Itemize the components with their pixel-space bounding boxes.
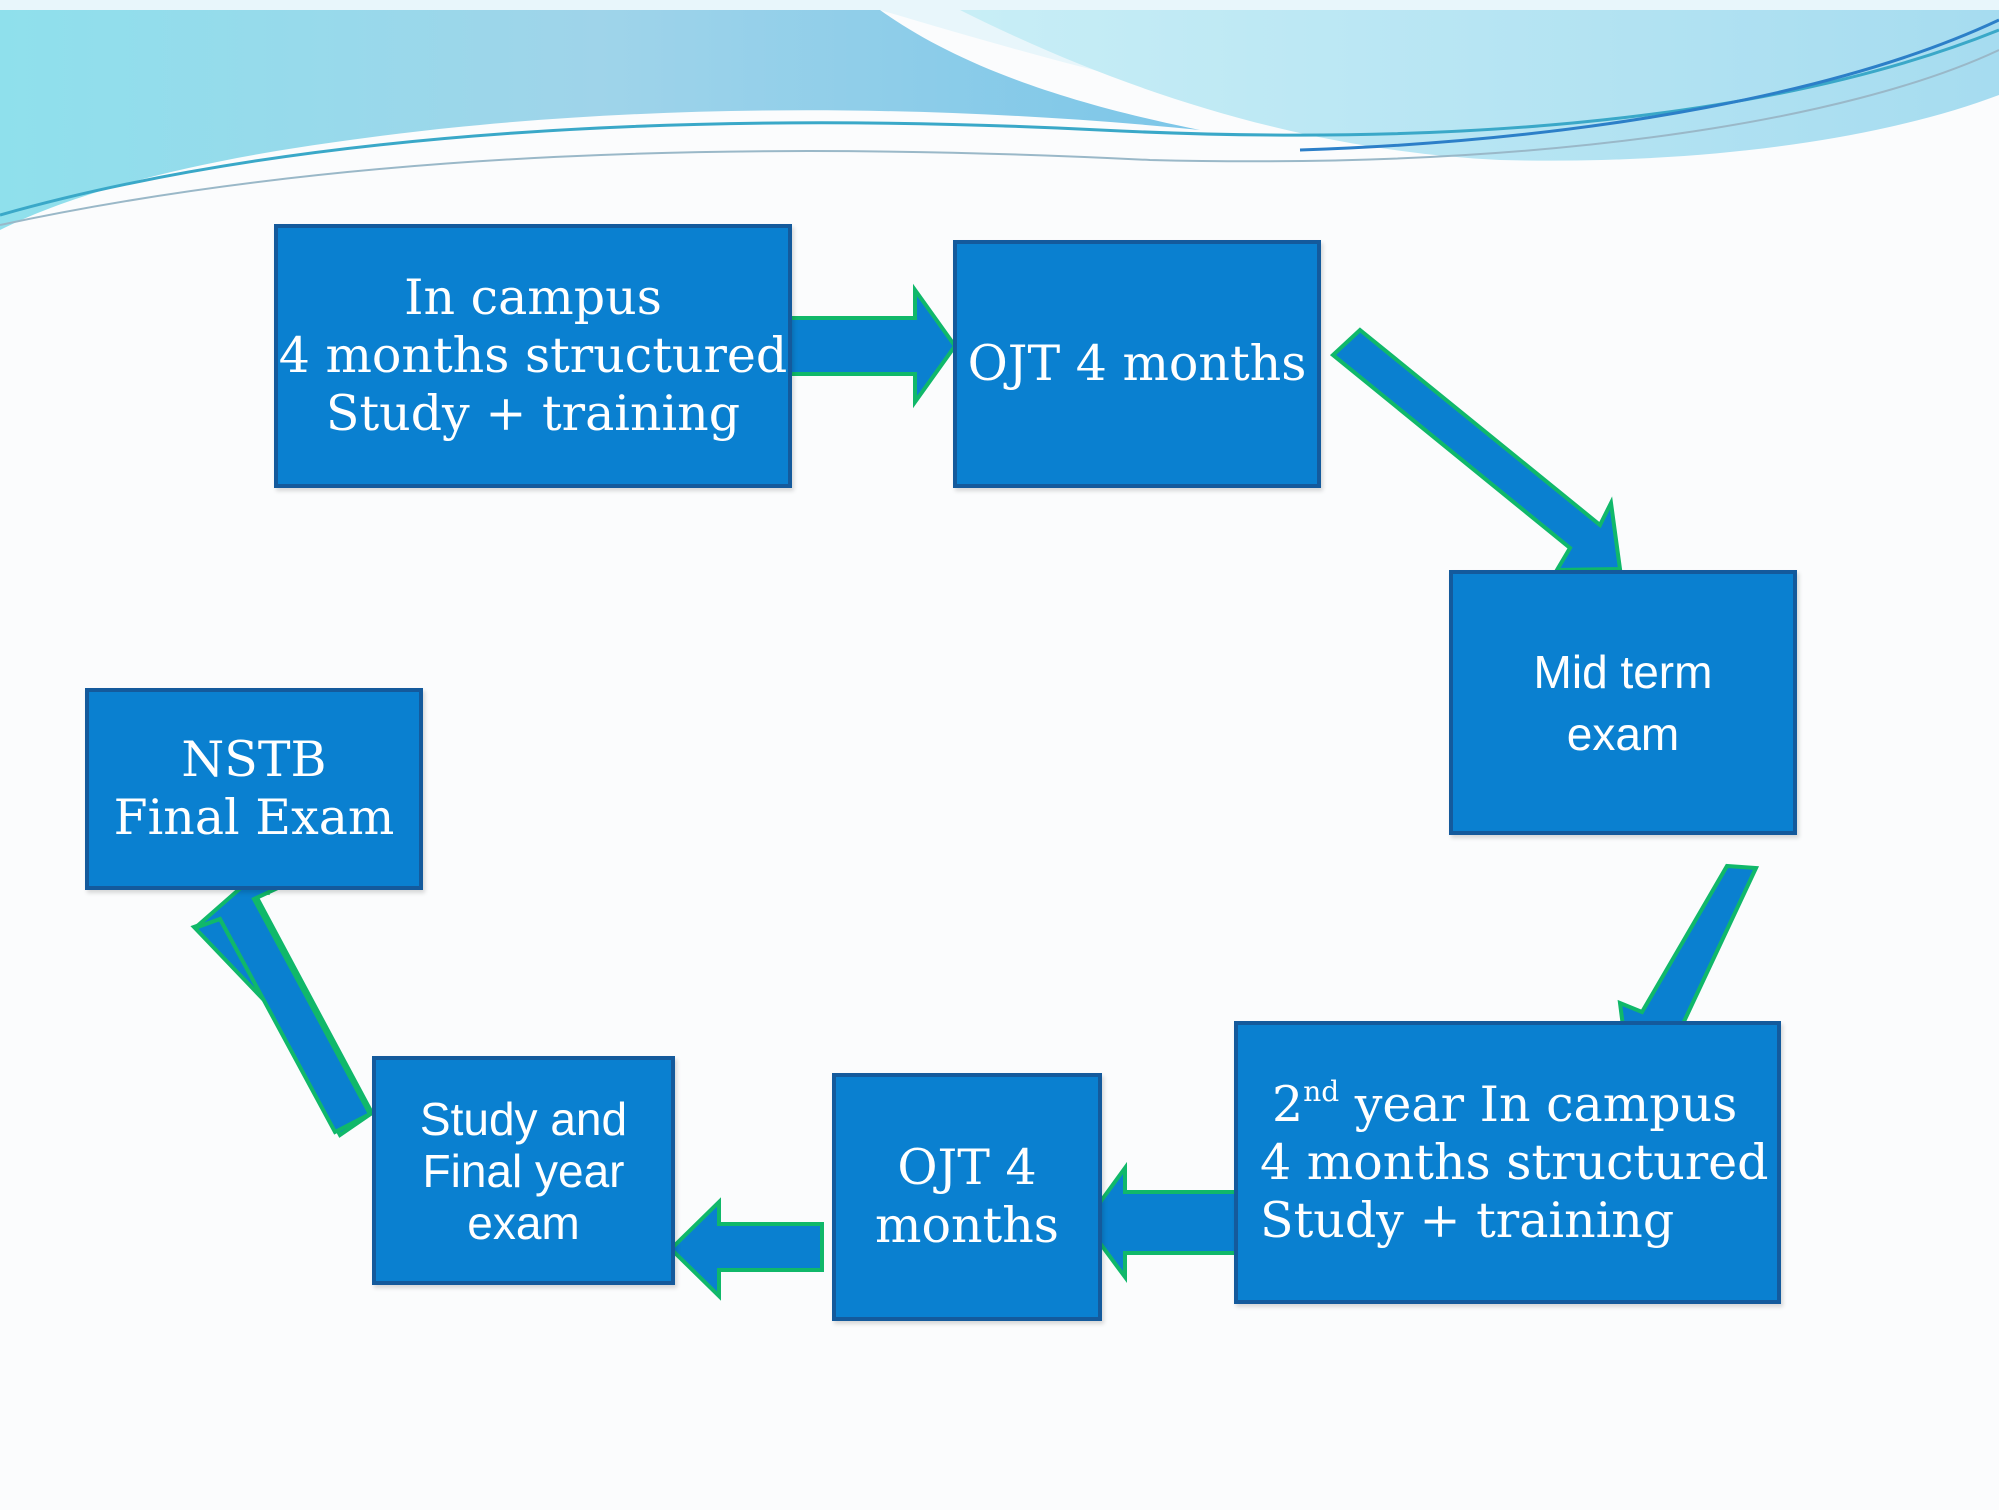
ojt-first-label: OJT 4 months [967, 335, 1307, 392]
mid-term-line-1: Mid term [1533, 645, 1713, 698]
nstb-line-1: NSTB [181, 731, 327, 788]
ojt-second-line-2: months [875, 1197, 1059, 1254]
nstb-line-2: Final Exam [113, 789, 395, 846]
study-final-line-2: Final year [422, 1144, 625, 1197]
second-year-box: 2nd year In campus 4 months structured S… [1234, 1021, 1781, 1304]
second-year-ordinal-number: 2 [1272, 1075, 1304, 1133]
in-campus-line-2: 4 months structured [278, 327, 788, 384]
study-final-line-3: exam [467, 1196, 580, 1249]
second-year-line-3: Study + training [1260, 1191, 1675, 1249]
ojt-second-line-1: OJT 4 [897, 1139, 1037, 1196]
second-year-line-2: 4 months structured [1260, 1133, 1769, 1191]
second-year-line-1-rest: year In campus [1339, 1075, 1738, 1133]
in-campus-box: In campus 4 months structured Study + tr… [274, 224, 792, 488]
study-final-year-box: Study and Final year exam [372, 1056, 675, 1285]
second-year-line-1: 2nd year In campus [1260, 1076, 1737, 1134]
ojt-first-box: OJT 4 months [953, 240, 1321, 488]
second-year-ordinal-suffix: nd [1303, 1075, 1340, 1109]
study-final-line-1: Study and [419, 1092, 628, 1145]
in-campus-line-3: Study + training [325, 385, 741, 442]
in-campus-line-1: In campus [404, 269, 662, 326]
ojt-second-box: OJT 4 months [832, 1073, 1102, 1321]
mid-term-exam-box: Mid term exam [1449, 570, 1797, 835]
mid-term-line-2: exam [1566, 707, 1680, 760]
nstb-final-exam-box: NSTB Final Exam [85, 688, 423, 890]
